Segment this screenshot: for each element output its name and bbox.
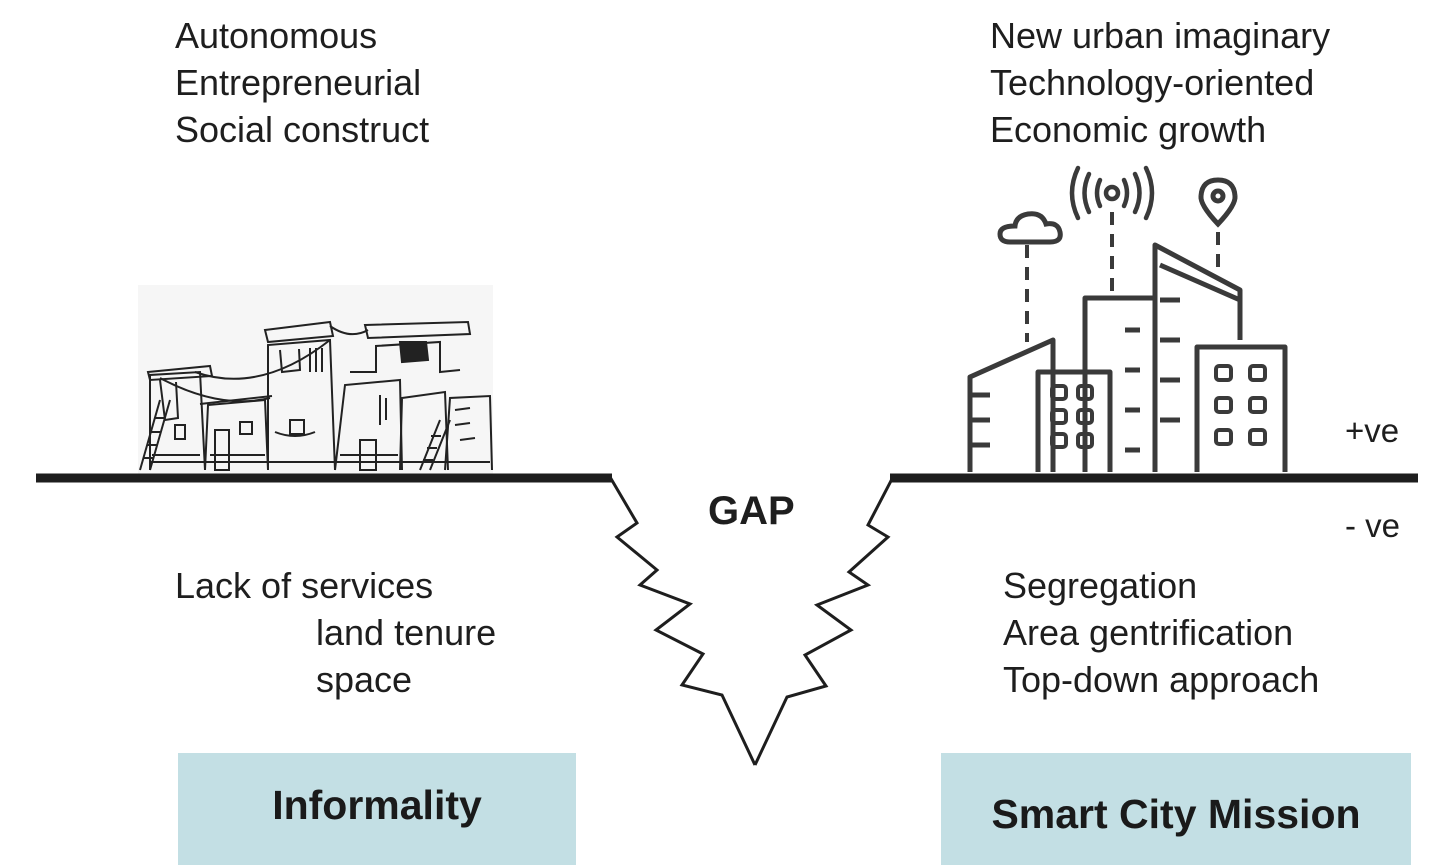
right-bottom-line-3: Top-down approach — [1003, 659, 1320, 700]
left-bottom-line-1: Lack of services — [175, 565, 434, 606]
right-top-line-3: Economic growth — [990, 109, 1267, 150]
right-top-line-2: Technology-oriented — [990, 62, 1315, 103]
left-top-line-1: Autonomous — [175, 15, 378, 56]
informality-label: Informality — [272, 781, 482, 828]
negative-label: - ve — [1345, 507, 1401, 544]
left-bottom-line-3: space — [316, 659, 413, 700]
left-top-line-3: Social construct — [175, 109, 430, 150]
gap-label: GAP — [708, 489, 795, 533]
cloud-icon — [997, 211, 1063, 245]
informality-box: Informality — [178, 753, 576, 865]
smart-city-sketch — [967, 212, 1288, 472]
informal-settlement-sketch — [138, 285, 493, 475]
location-pin-icon — [1198, 177, 1238, 228]
left-bottom-line-2: land tenure — [316, 612, 497, 653]
positive-label: +ve — [1345, 412, 1400, 449]
left-top-line-2: Entrepreneurial — [175, 62, 422, 103]
right-bottom-line-2: Area gentrification — [1003, 612, 1294, 653]
smart-city-mission-label: Smart City Mission — [991, 790, 1361, 837]
chasm-right-wall — [753, 476, 895, 766]
right-top-line-1: New urban imaginary — [990, 15, 1331, 56]
ground-and-gap — [36, 473, 1418, 766]
wifi-signal-icon — [1069, 165, 1155, 221]
right-bottom-line-1: Segregation — [1003, 565, 1198, 606]
smart-city-mission-box: Smart City Mission — [941, 753, 1411, 865]
chasm-left-wall — [608, 476, 757, 766]
